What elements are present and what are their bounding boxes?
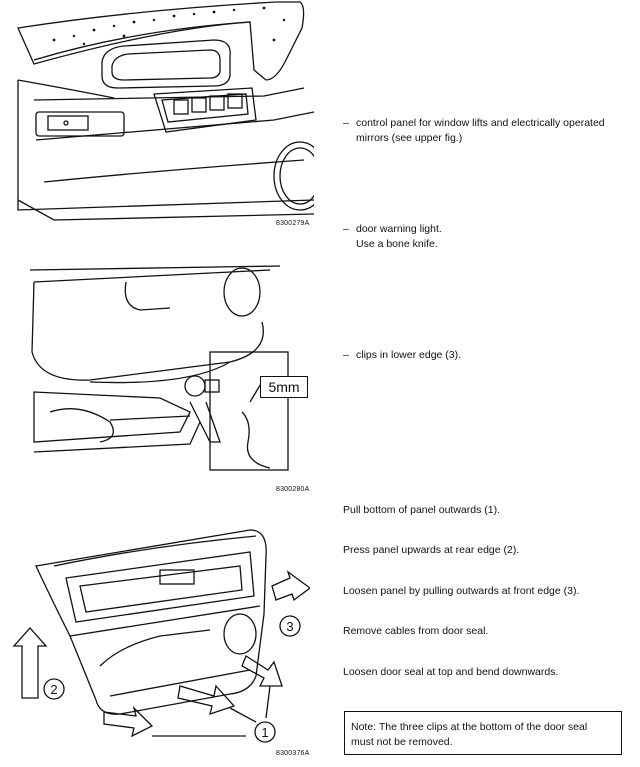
bullet-line: clips in lower edge (3). (356, 349, 462, 361)
bullet-dash: – (343, 117, 349, 129)
note-line: Note: The three clips at the bottom of t… (351, 721, 588, 733)
bullet-dash: – (343, 349, 349, 361)
step-4: Remove cables from door seal. (343, 625, 489, 637)
bullet-dash: – (343, 223, 349, 235)
note-box: Note: The three clips at the bottom of t… (344, 711, 622, 755)
figure-code: 8300376A (276, 750, 310, 757)
figure-clips (30, 262, 290, 482)
step-1: Pull bottom of panel outwards (1). (343, 504, 500, 516)
figure-control-panel (14, 0, 314, 222)
bullet-clips: – clips in lower edge (3). (343, 348, 623, 363)
marker-2: 2 (50, 682, 57, 697)
figure-code: 8300280A (276, 486, 310, 493)
bullet-line: control panel for window lifts and elect… (356, 117, 605, 129)
bullet-line: mirrors (see upper fig.) (356, 132, 463, 144)
bullet-control-panel: – control panel for window lifts and ele… (343, 116, 635, 146)
marker-1: 1 (261, 725, 268, 740)
bullet-line: Use a bone knife. (356, 238, 438, 250)
bullet-line: door warning light. (356, 223, 442, 235)
figure-panel-removal: 1 2 3 (10, 526, 310, 762)
note-line: must not be removed. (351, 736, 453, 748)
marker-3: 3 (286, 619, 293, 634)
step-5: Loosen door seal at top and bend downwar… (343, 666, 559, 678)
step-2: Press panel upwards at rear edge (2). (343, 544, 520, 556)
step-3: Loosen panel by pulling outwards at fron… (343, 585, 580, 597)
bullet-warning-light: – door warning light. Use a bone knife. (343, 222, 623, 252)
measurement-callout: 5mm (260, 376, 308, 398)
figure-code: 8300279A (276, 220, 310, 227)
